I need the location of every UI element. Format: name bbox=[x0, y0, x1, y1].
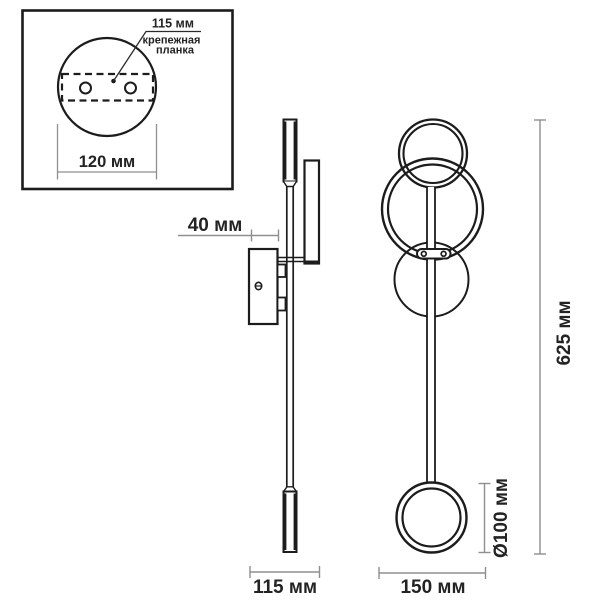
mounting-plate-circle bbox=[56, 36, 158, 138]
depth-label: 40 мм bbox=[188, 215, 243, 236]
mounting-hole-right bbox=[124, 81, 137, 95]
bracket-screw-left bbox=[420, 250, 428, 258]
side-spacer-upper bbox=[276, 263, 287, 278]
height-label: 625 мм bbox=[554, 300, 575, 365]
side-view: 40 мм 115 мм bbox=[178, 118, 321, 598]
side-width-label: 115 мм bbox=[253, 577, 317, 598]
top-ring-inner bbox=[402, 122, 464, 185]
callout-line2: планка bbox=[156, 45, 195, 57]
detail-inset-view: 115 мм крепежная планка 120 мм bbox=[21, 9, 234, 191]
front-rod-fill bbox=[427, 187, 435, 484]
mounting-hole-left bbox=[79, 81, 92, 95]
callout-line1: крепежная bbox=[143, 35, 201, 47]
mounting-bar-dashed-outline bbox=[60, 72, 155, 102]
front-width-label: 150 мм bbox=[400, 577, 465, 598]
side-mount-box bbox=[247, 247, 279, 326]
bottom-ring-inner bbox=[401, 487, 462, 548]
bottom-ring-outer bbox=[395, 481, 468, 554]
side-rings-bar bbox=[303, 159, 321, 265]
side-bottom-tube-taper bbox=[282, 486, 298, 492]
leader-line bbox=[112, 30, 201, 82]
top-ring-outer bbox=[397, 118, 469, 189]
side-spacer-lower bbox=[276, 296, 287, 312]
side-top-tube-taper bbox=[282, 181, 298, 188]
front-view: 625 мм Ø100 мм 150 мм bbox=[378, 118, 575, 598]
side-bottom-tube bbox=[282, 490, 298, 553]
bar-pitch-label: 115 мм bbox=[152, 17, 194, 31]
side-mount-screw-slot bbox=[254, 281, 263, 291]
ring-diameter-label: Ø100 мм bbox=[491, 478, 512, 558]
plate-width-label: 120 мм bbox=[79, 153, 136, 171]
bracket-screw-right bbox=[440, 250, 447, 258]
